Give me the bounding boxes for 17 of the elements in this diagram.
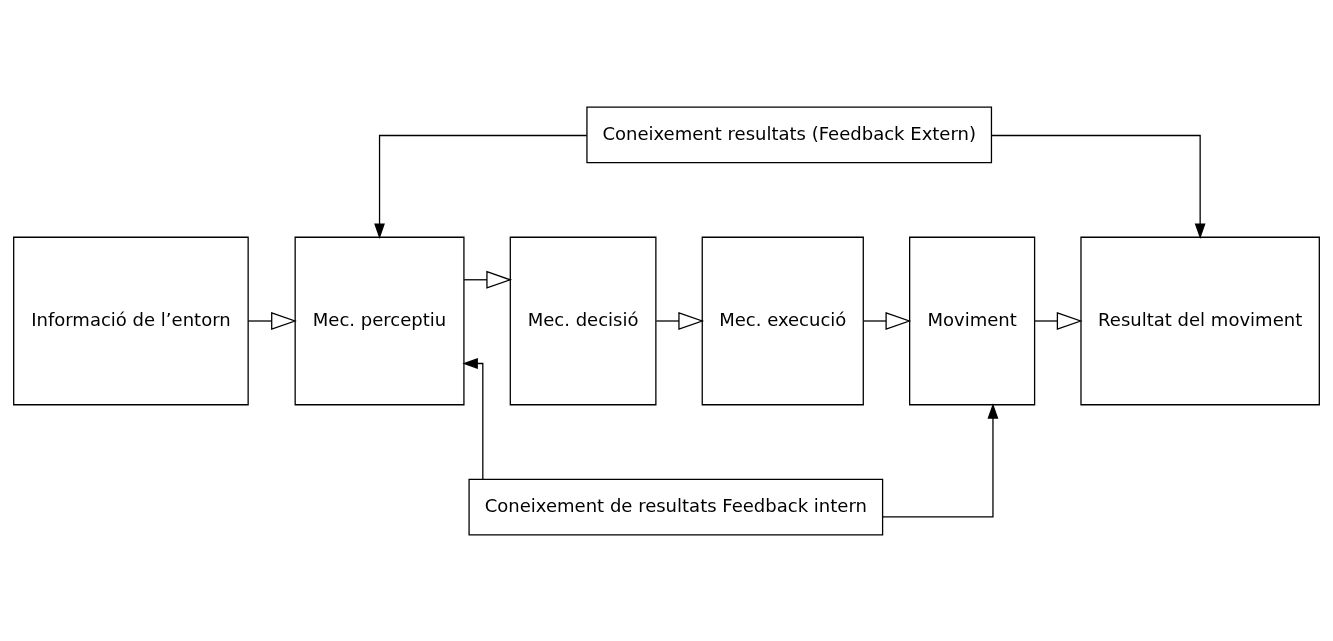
arrow [991,134,1206,239]
arrow [863,311,912,330]
node-box: Informació de l’entorn [13,236,249,405]
node-box: Resultat del moviment [1080,236,1320,405]
node-box: Coneixement resultats (Feedback Extern) [586,106,993,163]
arrow [374,134,588,239]
arrow [655,311,705,330]
arrow [247,311,297,330]
arrow [1034,311,1083,330]
node-box: Mec. execució [701,236,864,405]
node-box: Coneixement de resultats Feedback intern [468,478,884,535]
arrow [462,357,484,480]
node-box: Moviment [909,236,1036,405]
arrow [463,270,513,289]
node-box: Mec. perceptiu [294,236,465,405]
arrow [882,402,999,517]
node-box: Mec. decisió [509,236,657,405]
